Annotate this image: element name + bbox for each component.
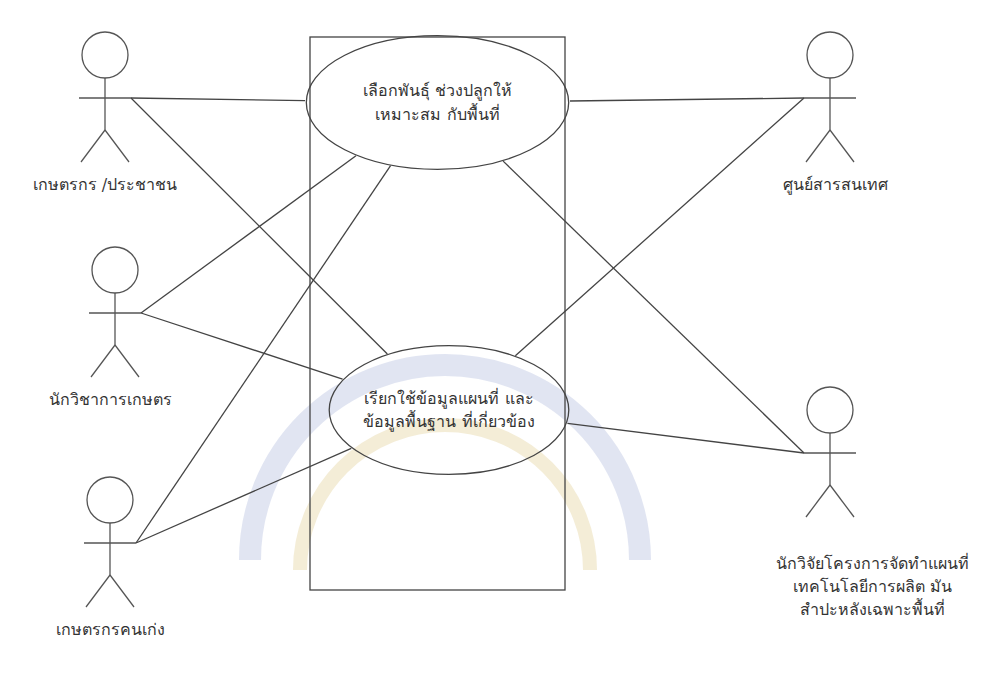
actor-label-wrap: เกษตรกร /ประชาชน [20,173,190,196]
actor: เกษตรกรคนเก่ง [25,475,195,641]
actor-stroke [806,130,830,162]
actor-stroke [89,312,141,313]
association-line [570,98,804,101]
actor-stroke [114,293,115,345]
use-case-ellipse [328,345,570,475]
actor-stroke [806,485,830,517]
association-line [136,448,351,543]
actor-figure [85,245,145,380]
actor-stroke [81,130,105,162]
actor-stroke [804,452,856,453]
actor-name: ศูนย์สารสนเทศ [745,173,925,196]
actor-stroke [79,97,131,98]
actor-label-wrap: ศูนย์สารสนเทศ [745,173,925,196]
actor-stroke [829,78,830,130]
actor-figure [75,30,135,165]
actor-label-wrap: เกษตรกรคนเก่ง [25,618,195,641]
actor-stroke [86,575,110,607]
use-case-outline [329,346,569,475]
actor-stroke [804,97,856,98]
actor-figure [800,385,860,520]
actor: นักวิชาการเกษตร [25,245,195,411]
use-case-text-wrap: เรียกใช้ข้อมูลแผนที่ และข้อมูลพื้นฐาน ที… [359,387,539,433]
actor-name: นักวิชาการเกษตร [25,388,195,411]
actor-stroke [84,542,136,543]
actor-name: นักวิจัยโครงการจัดทำแผนที่ เทคโนโลยีการผ… [760,552,985,622]
use-case-ellipse [305,35,570,170]
actor-figure [800,30,860,165]
actor-label-wrap: นักวิจัยโครงการจัดทำแผนที่ เทคโนโลยีการผ… [760,552,985,622]
actor-stroke [105,130,129,162]
actor-stroke [115,345,139,377]
actor-stroke [104,78,105,130]
use-case-label: เรียกใช้ข้อมูลแผนที่ และข้อมูลพื้นฐาน ที… [359,387,539,433]
actor-stroke [830,485,854,517]
actor-stroke [91,345,115,377]
actor-label-wrap: นักวิชาการเกษตร [25,388,195,411]
actor: เกษตรกร /ประชาชน [20,30,190,196]
association-line [141,313,343,379]
actor-name: เกษตรกรคนเก่ง [25,618,195,641]
actor: นักวิจัยโครงการจัดทำแผนที่ เทคโนโลยีการผ… [760,385,985,622]
actor-stroke [92,247,138,293]
actor-figure [80,475,140,610]
actor-stroke [87,477,133,523]
association-line [515,98,804,356]
actor: ศูนย์สารสนเทศ [745,30,925,196]
actor-stroke [110,575,134,607]
association-line [131,98,305,101]
actor-name: เกษตรกร /ประชาชน [20,173,190,196]
association-line [567,423,804,453]
use-case-text-wrap: เลือกพันธุ์ ช่วงปลูกให้เหมาะสม กับพื้นที… [350,79,525,125]
actor-stroke [82,32,128,78]
actor-stroke [830,130,854,162]
use-case: เลือกพันธุ์ ช่วงปลูกให้เหมาะสม กับพื้นที… [305,35,570,170]
actor-stroke [829,433,830,485]
use-case-outline [306,36,568,170]
actor-stroke [807,32,853,78]
actor-stroke [807,387,853,433]
association-line [136,166,391,543]
use-case-label: เลือกพันธุ์ ช่วงปลูกให้เหมาะสม กับพื้นที… [350,79,525,125]
actor-stroke [109,523,110,575]
use-case: เรียกใช้ข้อมูลแผนที่ และข้อมูลพื้นฐาน ที… [328,345,570,475]
